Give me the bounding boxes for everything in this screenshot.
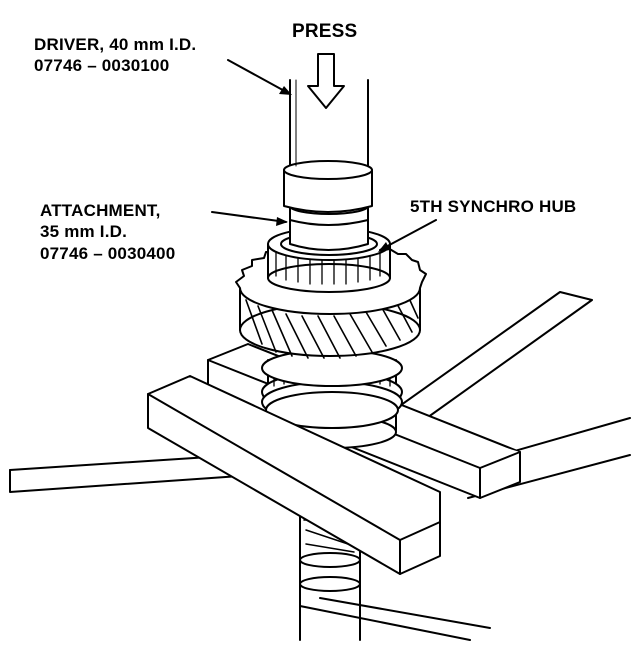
- press-arrow-icon: [307, 53, 345, 109]
- leader-lines: [211, 59, 437, 251]
- front-support-block: [147, 375, 441, 575]
- synchro-hub-label: 5TH SYNCHRO HUB: [410, 197, 577, 216]
- attachment-label-size: 35 mm I.D.: [40, 222, 128, 242]
- attachment-label-name: ATTACHMENT,: [40, 201, 161, 220]
- driver-leader-arrowhead: [279, 86, 292, 95]
- driver-label-part-number: 07746 – 0030100: [34, 56, 170, 76]
- driver-tube: [283, 79, 373, 213]
- hub-leader-arrowhead: [378, 242, 390, 252]
- driver-label: DRIVER, 40 mm I.D. 07746 – 0030100: [34, 34, 196, 77]
- attachment-leader-arrowhead: [276, 217, 288, 226]
- press-label: PRESS: [292, 21, 358, 42]
- attachment-label-part-number: 07746 – 0030400: [40, 243, 176, 263]
- driver-label-name: DRIVER, 40 mm I.D.: [34, 35, 197, 54]
- attachment-label: ATTACHMENT, 35 mm I.D. 07746 – 0030400: [40, 200, 175, 264]
